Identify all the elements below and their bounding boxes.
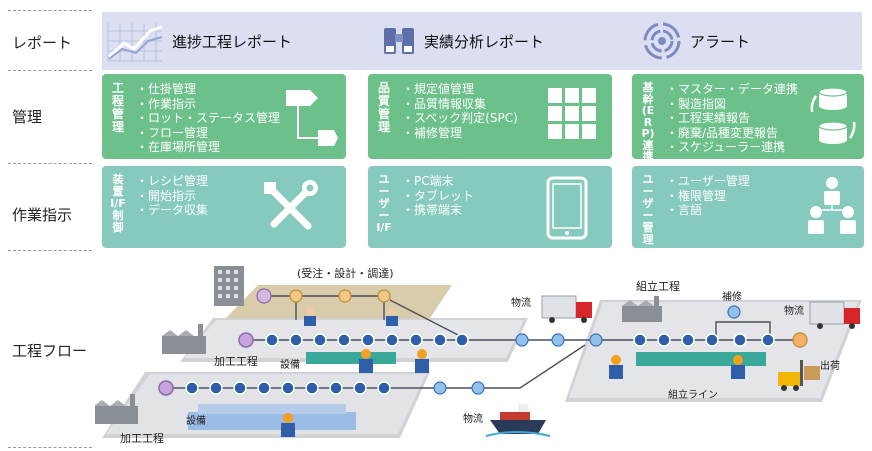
- list-item: 言語: [666, 203, 750, 218]
- report-progress-label: 進捗工程レポート: [172, 32, 293, 51]
- separator: [8, 10, 92, 11]
- report-analysis-label: 実績分析レポート: [424, 32, 545, 51]
- equipment-if-box: 装置I/F制御 レシピ管理 開始指示 データ収集: [102, 166, 346, 248]
- forklift-icon: [778, 360, 820, 391]
- assembly-line-label: 組立ライン: [668, 390, 718, 401]
- list-item: 仕掛管理: [136, 82, 280, 97]
- list-item: 補修管理: [402, 126, 518, 141]
- user-if-box: ユーザーI/F PC端末 タブレット 携帯端末: [368, 166, 612, 248]
- tools-icon: [264, 180, 318, 230]
- list-item: 製造指図: [666, 97, 798, 112]
- list-item: タブレット: [402, 189, 474, 204]
- separator: [8, 70, 92, 71]
- quality-management-box: 品質管理 規定値管理 品質情報収集 スペック判定(SPC) 補修管理: [368, 74, 612, 159]
- list-item: 開始指示: [136, 189, 208, 204]
- box-title: 基幹(ERP)連携: [641, 81, 655, 163]
- worker-icon: [609, 355, 623, 379]
- middle-platform-top: [184, 320, 524, 358]
- assembly-process-label: 組立工程: [636, 280, 680, 293]
- bullet-list: レシピ管理 開始指示 データ収集: [136, 174, 208, 218]
- shipping-label: 出荷: [820, 361, 840, 372]
- list-item: 廃棄/品種変更報告: [666, 126, 798, 141]
- box-title: 工程管理: [111, 81, 124, 134]
- processing-label: 加工工程: [120, 432, 164, 445]
- bullet-list: PC端末 タブレット 携帯端末: [402, 174, 474, 218]
- upper-platform: [226, 285, 452, 318]
- logistics-label: 物流: [784, 306, 804, 317]
- list-item: 作業指示: [136, 97, 280, 112]
- tablet-icon: [546, 176, 588, 240]
- list-item: スケジューラー連携: [666, 140, 798, 155]
- bullet-list: マスター・データ連携 製造指図 工程実績報告 廃棄/品種変更報告 スケジューラー…: [666, 82, 798, 155]
- erp-integration-box: 基幹(ERP)連携 マスター・データ連携 製造指図 工程実績報告 廃棄/品種変更…: [632, 74, 864, 162]
- separator: [8, 447, 92, 448]
- alert-signal-icon: [643, 22, 681, 60]
- report-band: 進捗工程レポート 実績分析レポート アラート: [102, 12, 862, 70]
- processing-label: 加工工程: [214, 355, 258, 368]
- worker-icon: [386, 308, 398, 326]
- row-label-flow: 工程フロー: [12, 342, 88, 360]
- flowchart-icon: [286, 90, 338, 146]
- equipment-label: 設備: [186, 416, 206, 427]
- grid-icon: [548, 88, 596, 139]
- report-alert-label: アラート: [690, 32, 751, 51]
- box-title: 品質管理: [377, 81, 390, 134]
- users-icon: [808, 177, 856, 234]
- order-design-procurement-label: (受注・設計・調達): [297, 267, 394, 280]
- box-title: ユーザー管理: [642, 173, 654, 246]
- list-item: マスター・データ連携: [666, 82, 798, 97]
- factory-icon: [162, 324, 206, 354]
- binoculars-icon: [384, 28, 414, 54]
- truck-icon: [541, 295, 592, 323]
- worker-icon: [415, 349, 429, 373]
- list-item: 携帯端末: [402, 203, 474, 218]
- report-progress[interactable]: 進捗工程レポート: [106, 12, 292, 70]
- separator: [8, 250, 92, 251]
- process-flow-diagram: [95, 266, 862, 438]
- list-item: 在庫場所管理: [136, 140, 280, 155]
- box-title: ユーザーI/F: [376, 173, 392, 234]
- list-item: ユーザー管理: [666, 174, 750, 189]
- logistics-label: 物流: [463, 414, 483, 425]
- list-item: 工程実績報告: [666, 111, 798, 126]
- row-label-management: 管理: [12, 108, 43, 126]
- list-item: 権限管理: [666, 189, 750, 204]
- user-management-box: ユーザー管理 ユーザー管理 権限管理 言語: [632, 166, 864, 248]
- repair-label: 補修: [722, 292, 742, 303]
- worker-icon: [359, 349, 373, 373]
- list-item: ロット・ステータス管理: [136, 111, 280, 126]
- list-item: レシピ管理: [136, 174, 208, 189]
- bullet-list: ユーザー管理 権限管理 言語: [666, 174, 750, 218]
- process-management-box: 工程管理 仕掛管理 作業指示 ロット・ステータス管理 フロー管理 在庫場所管理: [102, 74, 346, 159]
- office-building-icon: [214, 266, 244, 306]
- factory-icon: [622, 296, 662, 322]
- row-label-instruction: 作業指示: [12, 206, 73, 224]
- row-label-report: レポート: [12, 34, 73, 52]
- list-item: 品質情報収集: [402, 97, 518, 112]
- report-analysis[interactable]: 実績分析レポート: [382, 12, 544, 70]
- line-chart-icon: [107, 23, 163, 62]
- separator: [8, 163, 92, 164]
- list-item: データ収集: [136, 203, 208, 218]
- worker-icon: [304, 308, 316, 326]
- worker-icon: [731, 355, 745, 379]
- list-item: スペック判定(SPC): [402, 111, 518, 126]
- equipment-label: 設備: [280, 360, 300, 371]
- logistics-label: 物流: [511, 298, 531, 309]
- factory-icon: [95, 394, 138, 424]
- worker-icon: [281, 413, 295, 437]
- bullet-list: 仕掛管理 作業指示 ロット・ステータス管理 フロー管理 在庫場所管理: [136, 82, 280, 155]
- database-sync-icon: [810, 87, 856, 144]
- list-item: 規定値管理: [402, 82, 518, 97]
- truck-icon: [809, 301, 860, 329]
- box-title: 装置I/F制御: [110, 173, 126, 234]
- report-alert[interactable]: アラート: [642, 12, 750, 70]
- list-item: フロー管理: [136, 126, 280, 141]
- bullet-list: 規定値管理 品質情報収集 スペック判定(SPC) 補修管理: [402, 82, 518, 140]
- ship-icon: [485, 404, 551, 437]
- list-item: PC端末: [402, 174, 474, 189]
